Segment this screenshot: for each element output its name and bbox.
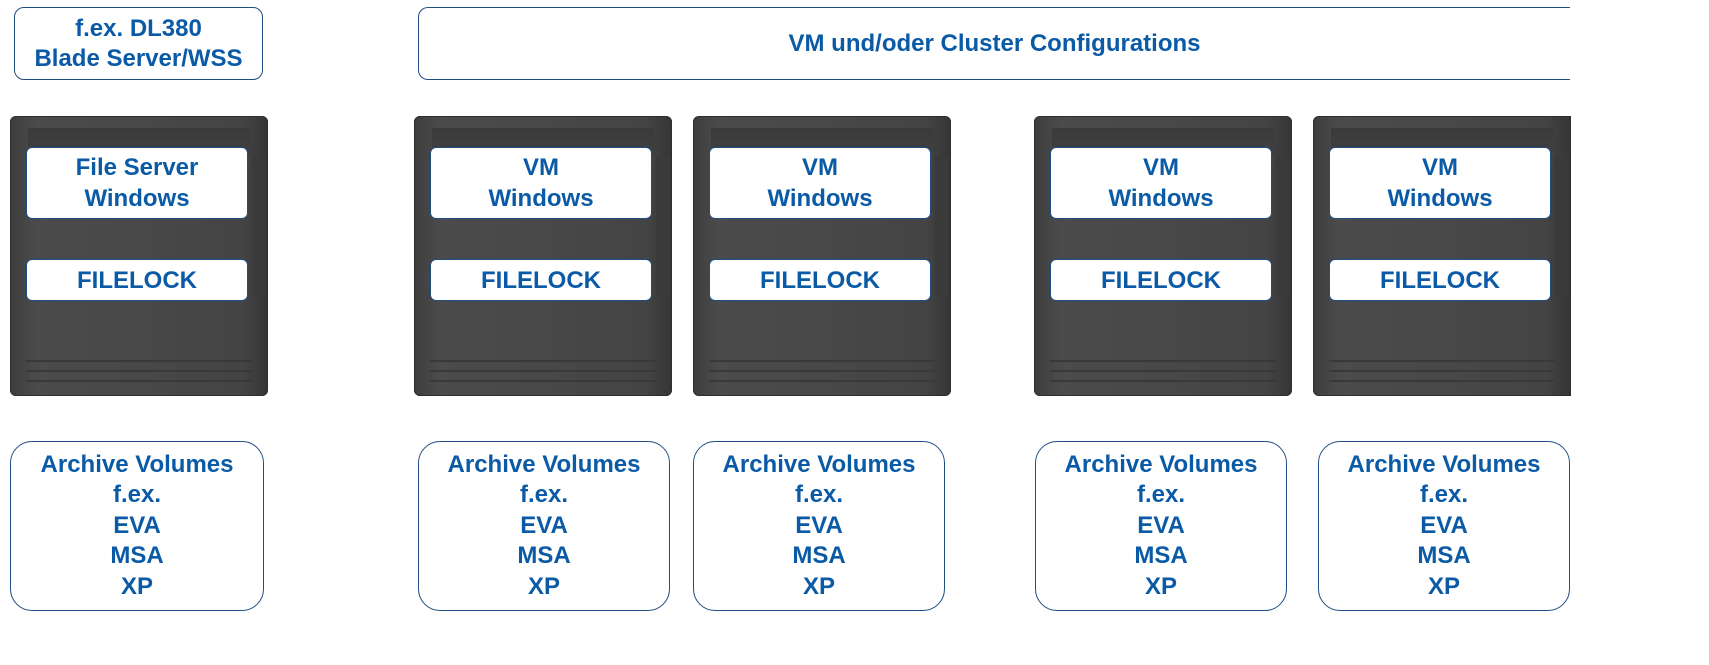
archive-line: f.ex. [112, 481, 162, 509]
server-vent [1050, 380, 1276, 382]
server-vent [1050, 370, 1276, 372]
archive-line: f.ex. [1419, 481, 1469, 509]
archive-line: XP [120, 572, 153, 600]
server-side-notch [1276, 156, 1290, 296]
os-label-line2: Windows [488, 185, 594, 212]
filelock-text: FILELOCK [760, 266, 880, 294]
archive-title: Archive Volumes [722, 450, 916, 478]
archive-line: MSA [110, 542, 164, 570]
os-label: VM Windows [1329, 147, 1551, 219]
server-side-notch [252, 156, 266, 296]
server-vm-4: VM Windows FILELOCK [1313, 116, 1571, 396]
server-vent [1050, 360, 1276, 362]
os-label-line1: VM [1142, 154, 1179, 181]
os-label-line1: VM [801, 154, 838, 181]
server-side-notch [1555, 156, 1569, 296]
hardware-label-line1: f.ex. DL380 [75, 14, 202, 42]
server-vent [430, 370, 656, 372]
os-label-line2: Windows [1108, 185, 1214, 212]
os-label-line2: Windows [1387, 185, 1493, 212]
server-vent [1329, 370, 1555, 372]
archive-line: EVA [1137, 511, 1185, 539]
archive-line: MSA [1417, 542, 1471, 570]
filelock-label: FILELOCK [430, 259, 652, 301]
os-label-line2: Windows [767, 185, 873, 212]
archive-line: XP [1144, 572, 1177, 600]
os-label: File Server Windows [26, 147, 248, 219]
archive-line: f.ex. [1136, 481, 1186, 509]
archive-line: MSA [792, 542, 846, 570]
server-vent [1329, 360, 1555, 362]
os-label: VM Windows [709, 147, 931, 219]
server-vent [430, 360, 656, 362]
server-vm-1: VM Windows FILELOCK [414, 116, 672, 396]
archive-line: EVA [1420, 511, 1468, 539]
server-file-server: File Server Windows FILELOCK [10, 116, 268, 396]
archive-line: f.ex. [519, 481, 569, 509]
vm-cluster-label-text: VM und/oder Cluster Configurations [788, 29, 1201, 57]
server-vent [709, 380, 935, 382]
server-vent [1329, 380, 1555, 382]
archive-line: EVA [520, 511, 568, 539]
server-vm-2: VM Windows FILELOCK [693, 116, 951, 396]
filelock-text: FILELOCK [77, 266, 197, 294]
filelock-label: FILELOCK [26, 259, 248, 301]
os-label: VM Windows [430, 147, 652, 219]
vm-cluster-label: VM und/oder Cluster Configurations [418, 7, 1570, 80]
archive-title: Archive Volumes [447, 450, 641, 478]
archive-volumes-box: Archive Volumes f.ex. EVA MSA XP [1318, 441, 1570, 611]
archive-volumes-box: Archive Volumes f.ex. EVA MSA XP [418, 441, 670, 611]
server-side-notch [656, 156, 670, 296]
archive-line: f.ex. [794, 481, 844, 509]
server-vm-3: VM Windows FILELOCK [1034, 116, 1292, 396]
os-label: VM Windows [1050, 147, 1272, 219]
server-vent [26, 380, 252, 382]
server-vent [26, 360, 252, 362]
archive-line: XP [802, 572, 835, 600]
server-vent [26, 370, 252, 372]
filelock-label: FILELOCK [1050, 259, 1272, 301]
archive-line: XP [1427, 572, 1460, 600]
filelock-label: FILELOCK [1329, 259, 1551, 301]
os-label-line1: VM [522, 154, 559, 181]
server-vent [709, 360, 935, 362]
archive-title: Archive Volumes [40, 450, 234, 478]
hardware-label-line2: Blade Server/WSS [34, 44, 243, 72]
filelock-text: FILELOCK [481, 266, 601, 294]
archive-line: MSA [1134, 542, 1188, 570]
filelock-label: FILELOCK [709, 259, 931, 301]
server-vent [709, 370, 935, 372]
os-label-line1: VM [1421, 154, 1458, 181]
archive-line: XP [527, 572, 560, 600]
archive-volumes-box: Archive Volumes f.ex. EVA MSA XP [1035, 441, 1287, 611]
archive-line: EVA [795, 511, 843, 539]
archive-volumes-box: Archive Volumes f.ex. EVA MSA XP [693, 441, 945, 611]
archive-title: Archive Volumes [1064, 450, 1258, 478]
filelock-text: FILELOCK [1101, 266, 1221, 294]
archive-title: Archive Volumes [1347, 450, 1541, 478]
filelock-text: FILELOCK [1380, 266, 1500, 294]
os-label-line2: Windows [84, 185, 190, 212]
archive-line: MSA [517, 542, 571, 570]
archive-volumes-box: Archive Volumes f.ex. EVA MSA XP [10, 441, 264, 611]
server-side-notch [935, 156, 949, 296]
server-vent [430, 380, 656, 382]
archive-line: EVA [113, 511, 161, 539]
hardware-label: f.ex. DL380 Blade Server/WSS [14, 7, 263, 80]
os-label-line1: File Server [75, 154, 199, 181]
